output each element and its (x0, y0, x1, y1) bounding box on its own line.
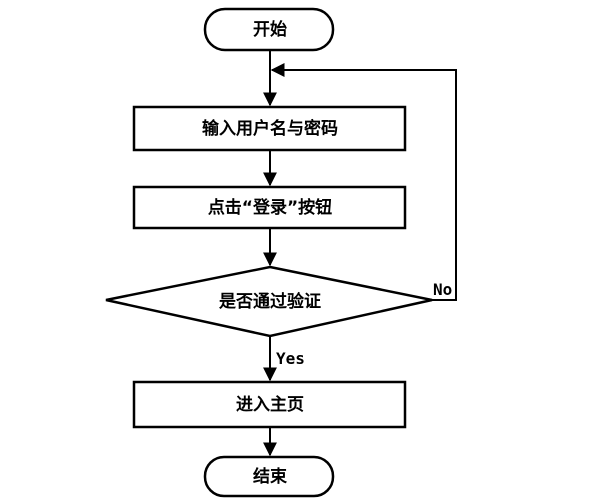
node-start: 开始 (203, 7, 335, 52)
edge-label-no: No (433, 280, 452, 299)
node-end-label: 结束 (253, 466, 287, 487)
node-verify-decision: 是否通过验证 (105, 265, 433, 338)
node-enter-home: 进入主页 (132, 380, 407, 429)
node-start-label: 开始 (253, 19, 287, 40)
node-input-credentials-label: 输入用户名与密码 (202, 118, 338, 139)
node-click-login-label: 点击“登录”按钮 (208, 197, 332, 218)
node-verify-label: 是否通过验证 (219, 291, 321, 312)
node-enter-home-label: 进入主页 (236, 394, 304, 415)
node-input-credentials: 输入用户名与密码 (132, 105, 407, 152)
edge-verify-to-input-no (270, 63, 457, 301)
node-click-login: 点击“登录”按钮 (132, 185, 407, 230)
edge-label-yes: Yes (276, 349, 305, 368)
node-end: 结束 (203, 455, 335, 498)
